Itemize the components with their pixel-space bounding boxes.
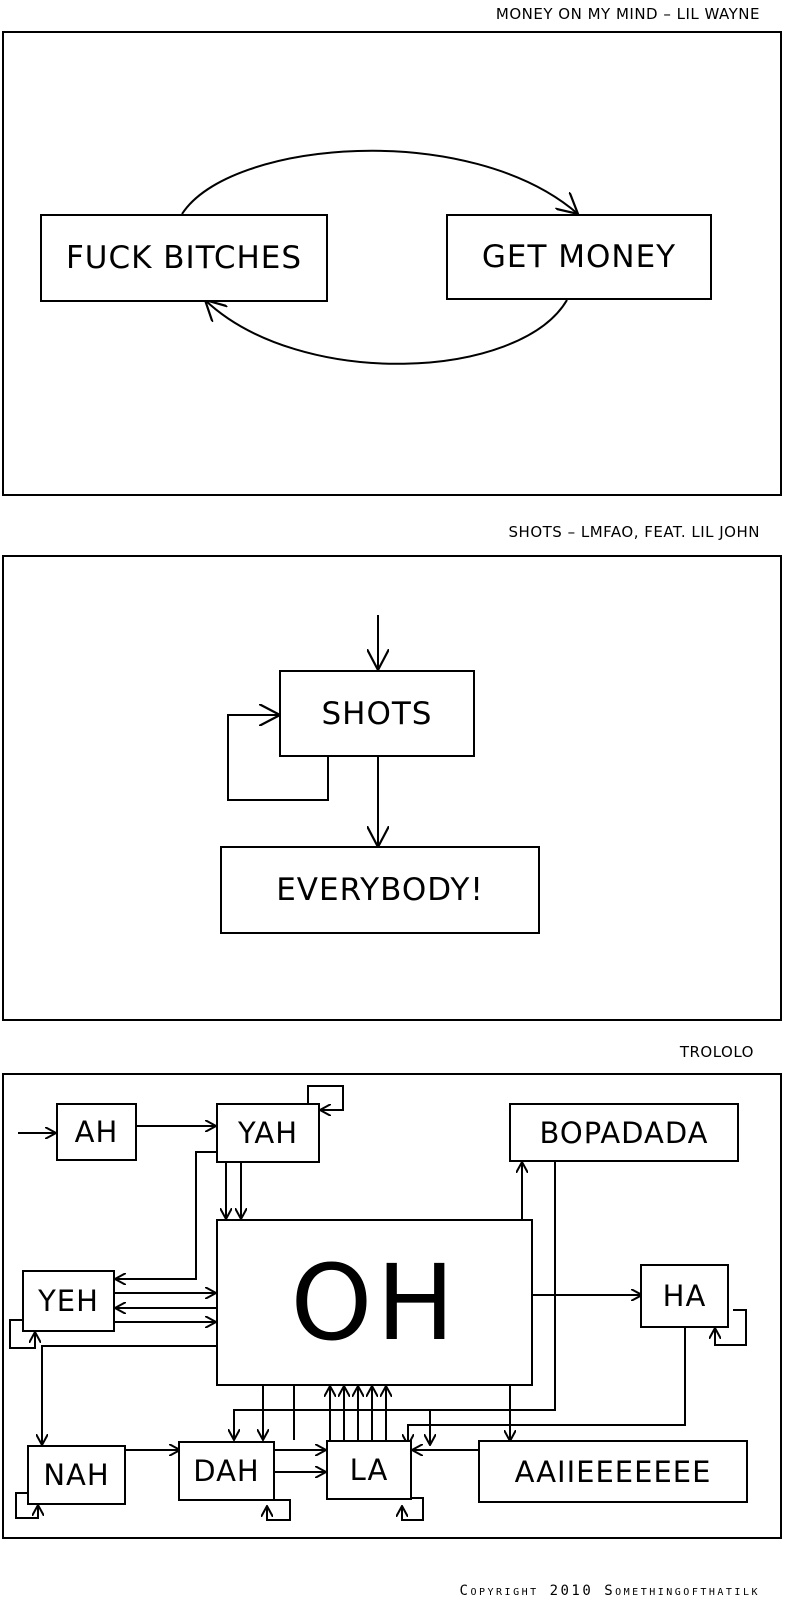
panel-caption-shots: SHOTS – LMFAO, FEAT. LIL JOHN <box>508 523 760 541</box>
node-bopadada: BOPADADA <box>509 1103 739 1162</box>
panel-shots <box>2 555 782 1021</box>
node-yah: YAH <box>216 1103 320 1163</box>
node-aaiieeeeeee: AAIIEEEEEEE <box>478 1440 748 1503</box>
node-la: LA <box>326 1440 412 1500</box>
node-ha: HA <box>640 1264 729 1328</box>
node-get-money: GET MONEY <box>446 214 712 300</box>
node-fuck-bitches: FUCK BITCHES <box>40 214 328 302</box>
node-nah: NAH <box>27 1445 126 1505</box>
node-everybody: EVERYBODY! <box>220 846 540 934</box>
node-ah: AH <box>56 1103 137 1161</box>
node-dah: DAH <box>178 1441 275 1501</box>
node-oh: OH <box>216 1219 533 1386</box>
node-yeh: YEH <box>22 1270 115 1332</box>
panel-caption-trololo: TROLOLO <box>679 1043 754 1061</box>
copyright-notice: Copyright 2010 Somethingofthatilk <box>459 1583 760 1599</box>
node-shots: SHOTS <box>279 670 475 757</box>
panel-caption-money: MONEY ON MY MIND – LIL WAYNE <box>495 5 760 23</box>
